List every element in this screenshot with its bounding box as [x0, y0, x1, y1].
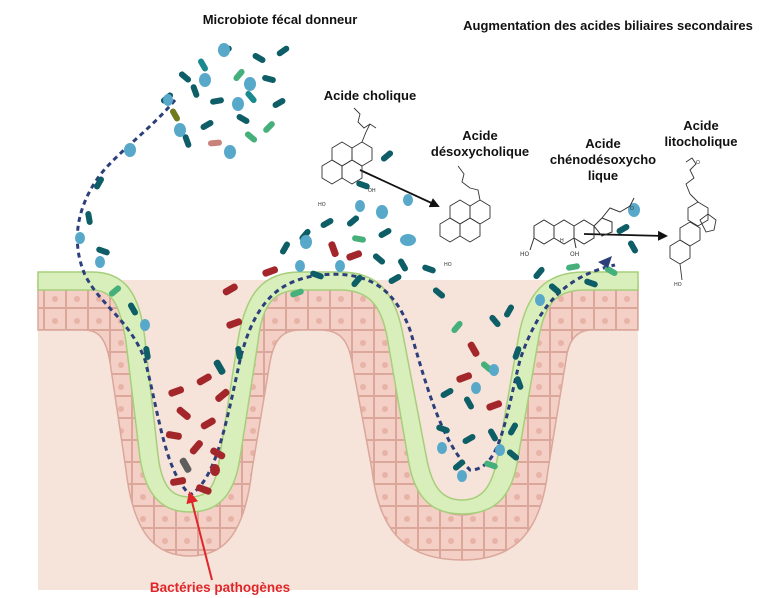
pathogenic-bacteria-label: Bactéries pathogènes	[130, 580, 310, 596]
donor-microbiota-label: Microbiote fécal donneur	[180, 12, 380, 28]
chenodeoxycholic-acid-label-line3: lique	[538, 168, 668, 184]
cholic-acid-structure: HO OH	[318, 108, 376, 208]
secondary-bile-acids-label: Augmentation des acides biliaires second…	[438, 18, 778, 34]
lithocholic-acid-label: Acide litocholique	[646, 118, 756, 150]
mol-cheno-h-label: H	[560, 238, 564, 244]
conversion-arrow-cheno	[584, 234, 666, 236]
mol-deoxy-ho-label: HO	[444, 262, 452, 268]
chenodeoxycholic-acid-label-line2: chénodésoxycho	[538, 152, 668, 168]
chenodeoxycholic-acid-structure: O HO OH H	[520, 198, 634, 258]
lithocholic-acid-label-line2: litocholique	[646, 134, 756, 150]
deoxycholic-acid-structure: HO	[440, 166, 490, 268]
mol-litho-ho-label: HO	[674, 282, 682, 288]
lithocholic-acid-structure: O HO	[670, 158, 716, 288]
mol-cheno-acid-o-label: O	[630, 206, 634, 212]
deoxycholic-acid-label-line1: Acide	[420, 128, 540, 144]
deoxycholic-acid-label: Acide désoxycholique	[420, 128, 540, 160]
mol-litho-acid-o-label: O	[696, 160, 700, 166]
deoxycholic-acid-label-line2: désoxycholique	[420, 144, 540, 160]
lithocholic-acid-label-line1: Acide	[646, 118, 756, 134]
mol-cholic-ho-label: HO	[318, 202, 326, 208]
intestinal-tissue	[38, 272, 638, 590]
mol-cheno-oh-label: OH	[570, 251, 579, 258]
cholic-acid-label: Acide cholique	[300, 88, 440, 104]
mol-cholic-oh-label: OH	[368, 188, 376, 194]
mol-cheno-ho-label: HO	[520, 251, 530, 258]
